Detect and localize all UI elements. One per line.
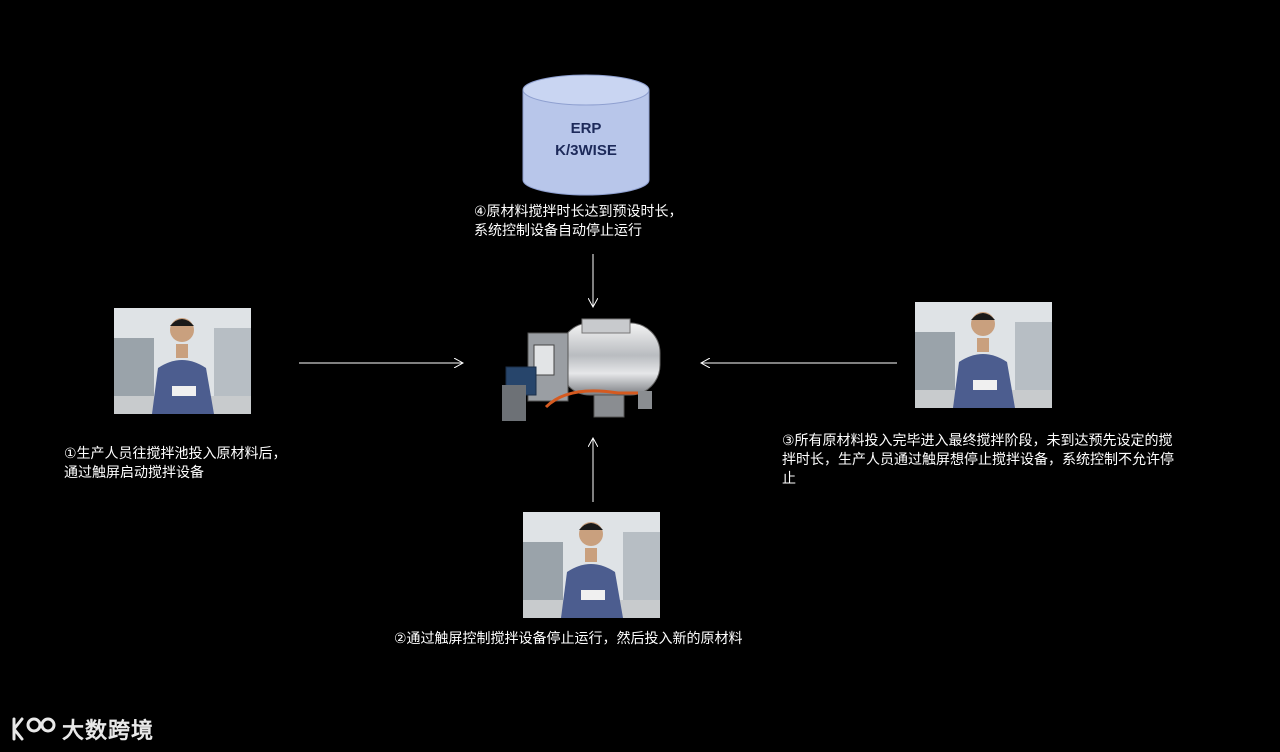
step3-label: ③所有原材料投入完毕进入最终搅拌阶段，未到达预先设定的搅 拌时长，生产人员通过触…: [782, 433, 1174, 487]
logo-icon: [12, 717, 56, 741]
mixer-machine: [498, 315, 666, 435]
database-label-line1: ERP: [570, 120, 602, 137]
worker-photo: [915, 302, 1052, 408]
step2-label: ②通过触屏控制搅拌设备停止运行，然后投入新的原材料: [394, 631, 743, 647]
database-label-line2: K/3WISE: [555, 142, 617, 159]
database-icon: [522, 74, 650, 196]
watermark-text: 大数跨境: [62, 719, 155, 744]
worker-photo-step1: [114, 308, 251, 414]
mixer-machine-image: [502, 318, 661, 421]
step1-label: ①生产人员往搅拌池投入原材料后， 通过触屏启动搅拌设备: [64, 446, 287, 481]
step4-label: ④原材料搅拌时长达到预设时长， 系统控制设备自动停止运行: [474, 204, 683, 239]
watermark: 大数跨境: [10, 713, 154, 745]
erp-database: ERP K/3WISE: [522, 74, 650, 196]
worker-photo: [114, 308, 251, 414]
worker-photo-step3: [915, 302, 1052, 408]
worker-photo-step2: [523, 512, 660, 618]
worker-photo: [523, 512, 660, 618]
